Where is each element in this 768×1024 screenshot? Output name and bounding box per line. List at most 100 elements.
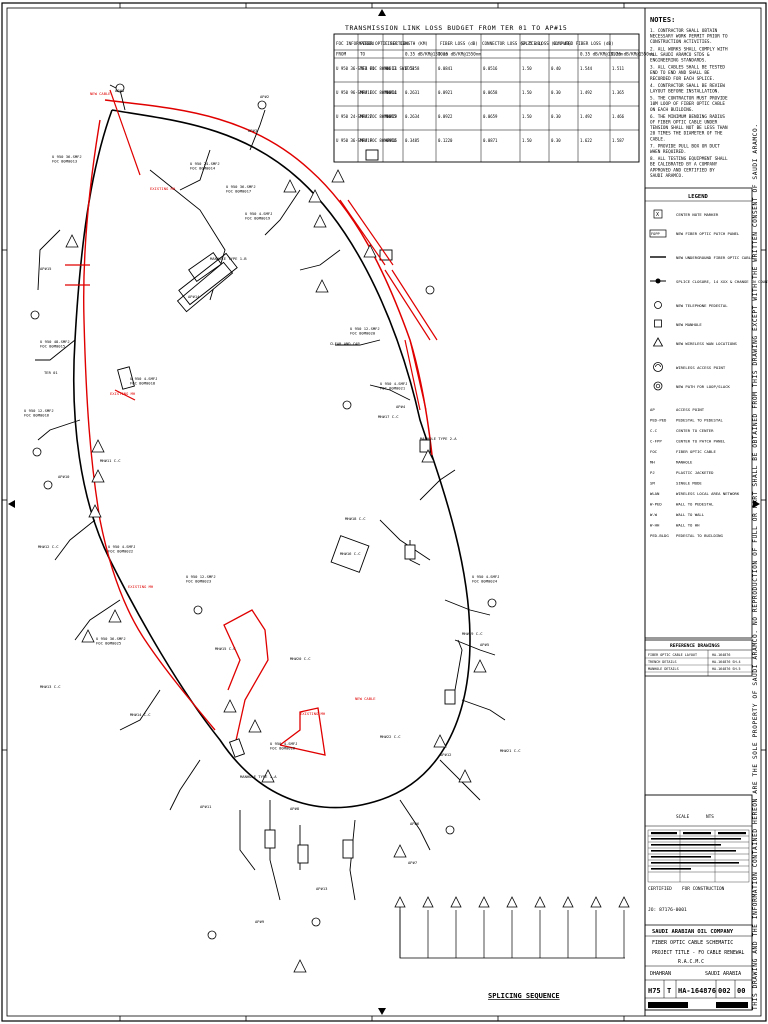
legend-abbr-text: CENTER TO CENTER	[676, 428, 714, 433]
diagram-label: AP#1	[115, 88, 125, 93]
sequence-triangle-icon	[422, 896, 434, 908]
legend-abbr: MH	[650, 460, 655, 465]
legend-abbr-text: FIBER OPTIC CABLE	[676, 449, 716, 454]
budget-cell: HH 11 SWITCH	[385, 66, 414, 71]
legend-abbr: W-HH	[650, 523, 660, 528]
legend-abbr-text: PLASTIC JACKETED	[676, 470, 714, 475]
budget-cell: 1.50	[522, 66, 532, 71]
sheet-inner-border	[6, 7, 762, 1017]
project-title: PROJECT TITLE - FO CABLE RENEWAL	[652, 950, 745, 956]
budget-cell: 0.1220	[438, 138, 453, 143]
budget-cell: 1.50	[522, 138, 532, 143]
ap-markers	[30, 83, 497, 940]
diagram-label: AP#6	[410, 821, 420, 826]
diagram-label: TER 01	[44, 370, 58, 375]
red-label: EXISTING MH	[150, 186, 176, 191]
budget-cell: 1.50	[522, 90, 532, 95]
red-label: NEW CABLE	[355, 696, 376, 701]
diagram-label: AP#8	[290, 806, 300, 811]
sequence-triangle-icon	[618, 896, 630, 908]
legend-abbr-text: PEDESTAL TO PEDESTAL	[676, 418, 724, 423]
diagram-label: AP#12	[440, 752, 451, 757]
pedestal-icon	[654, 301, 662, 309]
jo-number: JO: 87176-0001	[648, 907, 687, 913]
sequence-triangle-icon	[506, 896, 518, 908]
sequence-triangle-icon	[478, 896, 490, 908]
patch-panel-icon: FOPP	[651, 232, 660, 236]
red-label: EXISTING MH	[128, 584, 154, 589]
budget-cell: MH#11	[385, 90, 398, 95]
link-loss-budget-table: TRANSMISSION LINK LOSS BUDGET FROM TER 0…	[333, 24, 654, 163]
diagram-label: MANHOLE TYPE 1-B	[210, 256, 247, 261]
budget-cell: 0.0922	[438, 114, 453, 119]
main-cable-loop	[73, 109, 471, 809]
budget-cell: 1.511	[612, 66, 625, 71]
legend-abbr: AP	[650, 407, 655, 412]
diagram-label: AP#2	[260, 94, 269, 99]
budget-cell: U 950 36-SMFJ FOC 80M0013	[336, 66, 397, 71]
reference-number: HA-164876 SH.5	[712, 667, 741, 671]
location-right: SAUDI ARABIA	[705, 971, 741, 977]
budget-cell: 1.587	[612, 138, 625, 143]
fiber-route	[30, 83, 506, 973]
diagram-label: MANHOLE TYPE 2-A	[420, 436, 457, 441]
budget-cell: TER 01	[360, 66, 375, 71]
budget-cell: 0.30	[551, 90, 561, 95]
legend-abbr: PED-PED	[650, 418, 667, 423]
diagram-label: AP#15	[40, 266, 51, 271]
diagram-label: AP#3	[248, 128, 257, 133]
legend-abbr-text: WALL TO PEDESTAL	[676, 502, 714, 507]
diagram-label: MH#12 C-C	[38, 544, 59, 549]
sequence-triangle-icon	[450, 896, 462, 908]
budget-cell: MH#22	[360, 114, 373, 119]
red-label: EXISTING MH	[300, 711, 326, 716]
diagram-label: CLEAR AND CAP	[330, 341, 360, 346]
legend-title: LEGEND	[688, 194, 709, 200]
budget-cell: 1.365	[612, 90, 625, 95]
budget-title: TRANSMISSION LINK LOSS BUDGET FROM TER 0…	[345, 24, 567, 32]
revision-number: 00	[737, 987, 745, 995]
legend-item-label: CENTER NOTE MARKER	[676, 212, 719, 217]
diagram-label: AP#13	[316, 886, 327, 891]
legend-abbr: C-FPP	[650, 439, 662, 444]
budget-cell: 1.466	[612, 114, 625, 119]
legend-abbr-text: CENTER TO PATCH PANEL	[676, 439, 726, 444]
red-label: EXISTING MH	[110, 391, 136, 396]
budget-cell: 0.5258	[405, 66, 420, 71]
cert-value: FOR CONSTRUCTION	[682, 886, 725, 892]
wan-triangle-icon	[652, 337, 664, 347]
diagram-label: MH#20 C-C	[290, 656, 311, 661]
budget-cell: 0.0871	[483, 138, 498, 143]
budget-cell: MH#19	[360, 138, 373, 143]
reference-number: HA-164876	[712, 653, 730, 657]
legend-abbr: C-C	[650, 428, 658, 433]
sequence-triangle-icon	[394, 896, 406, 908]
budget-cell: 0.30	[551, 138, 561, 143]
diagram-label: AP#10	[58, 474, 70, 479]
access-point-icon	[653, 362, 663, 372]
legend-abbr: PED-BLDG	[650, 533, 669, 538]
budget-cell: 1.622	[580, 138, 593, 143]
scale-label: SCALE	[676, 814, 690, 820]
building-outlines	[178, 252, 370, 573]
budget-cell: 1.50	[522, 114, 532, 119]
legend-abbr-text: PEDESTAL TO BUILDING	[676, 533, 724, 538]
legend-abbr-text: ACCESS POINT	[676, 407, 705, 412]
diagram-label: MH#21 C-C	[500, 748, 521, 753]
budget-subheader: 0.35 dB/KM@1310nm	[580, 52, 623, 57]
diagram-label: AP#14	[188, 294, 200, 299]
